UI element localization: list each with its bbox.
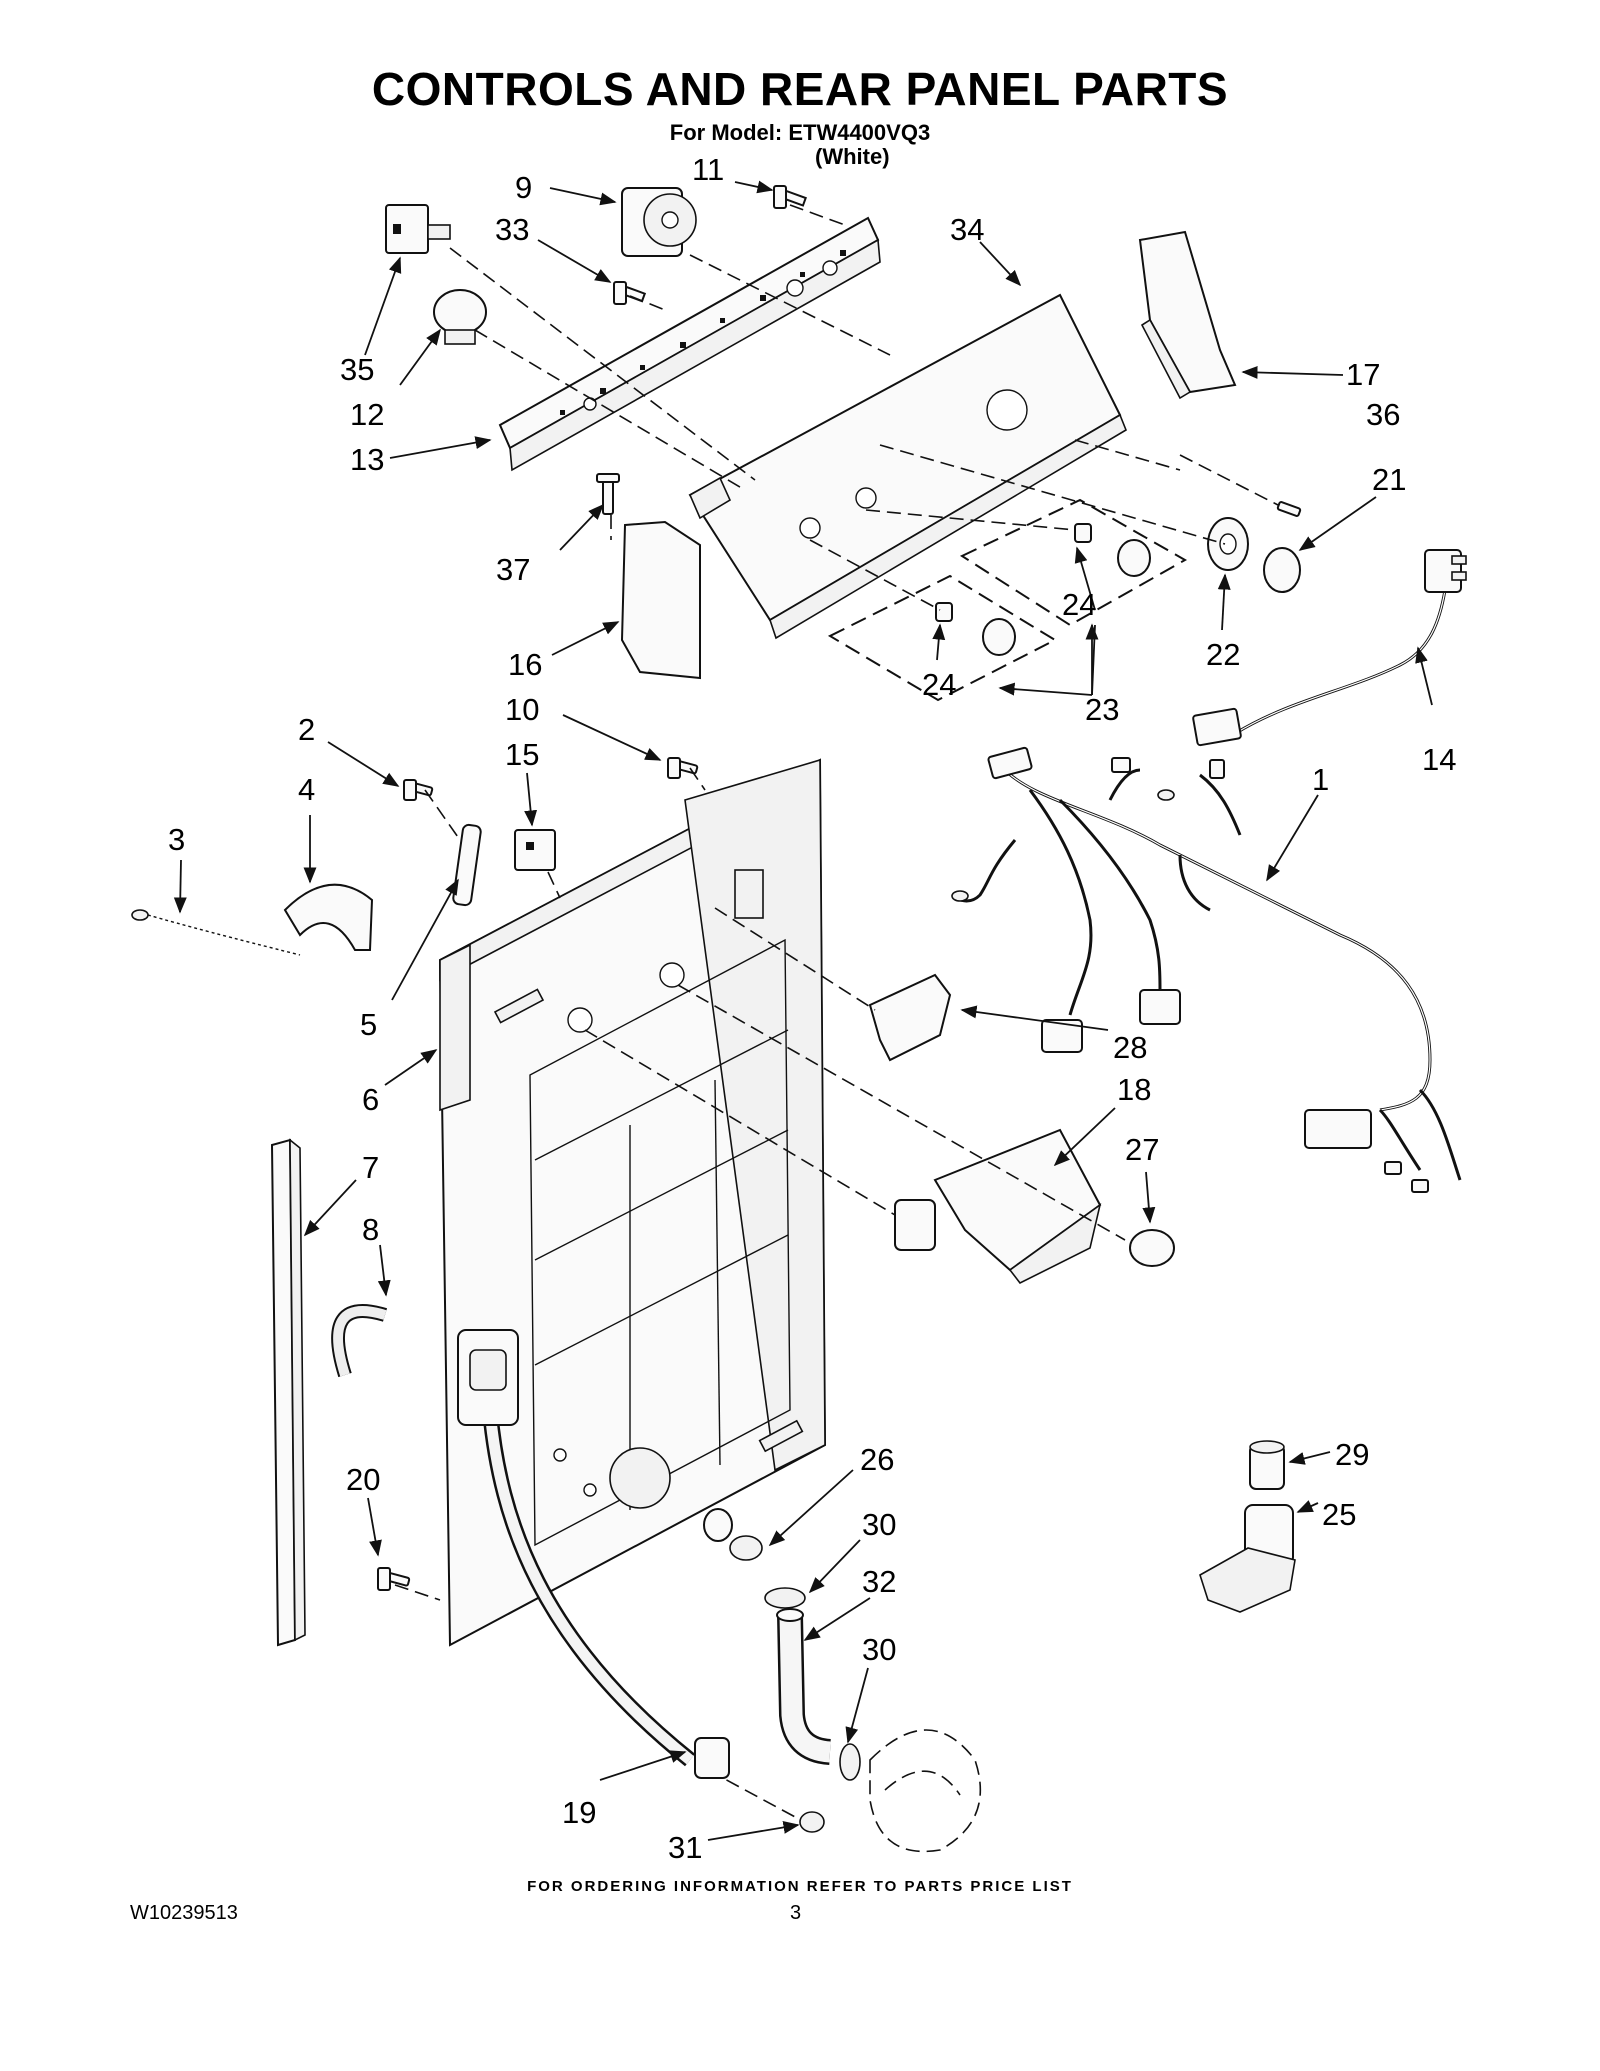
callout-31: 31: [668, 1830, 702, 1865]
callout-8: 8: [362, 1212, 379, 1247]
part-11-screw: [773, 185, 807, 209]
callout-23: 23: [1085, 692, 1119, 727]
model-color: (White): [815, 144, 890, 169]
knob-group-box-upper: [959, 498, 1188, 627]
callout-1: 1: [1312, 762, 1329, 797]
page-title: CONTROLS AND REAR PANEL PARTS: [371, 63, 1229, 115]
callout-37: 37: [496, 552, 530, 587]
callout-13: 13: [350, 442, 384, 477]
part-9-timer: [621, 187, 697, 257]
part-19-coupler: [694, 1737, 730, 1779]
part-21-knob: [1263, 547, 1301, 593]
callout-6: 6: [362, 1082, 379, 1117]
part-3-tie: [131, 909, 301, 956]
part-1-wire-harness: [951, 746, 1462, 1193]
part-36-screw: [1276, 501, 1302, 517]
part-2-screw: [403, 779, 434, 801]
part-30-clamp-upper: [764, 1587, 806, 1609]
callout-20: 20: [346, 1462, 380, 1497]
callout-27: 27: [1125, 1132, 1159, 1167]
callout-28: 28: [1113, 1030, 1147, 1065]
part-34-control-console: [688, 293, 1127, 640]
part-24-knob-lower: [935, 602, 1016, 656]
part-17-end-cap: [1138, 230, 1237, 400]
part-12-pressure-switch: [433, 289, 487, 345]
part-15-bracket: [514, 829, 556, 871]
model-subtitle: For Model: ETW4400VQ3: [669, 120, 931, 145]
callout-36: 36: [1366, 397, 1400, 432]
part-7-trim-strip: [270, 1138, 306, 1647]
part-30-clamp-lower: [839, 1743, 861, 1781]
callout-18: 18: [1117, 1072, 1151, 1107]
part-16-end-cap: [620, 520, 701, 680]
callout-21: 21: [1372, 462, 1406, 497]
callout-leaders: [173, 180, 1433, 1841]
assembly-lines-panel: [394, 767, 1126, 1826]
callout-25: 25: [1322, 1497, 1356, 1532]
callout-30a: 30: [862, 1507, 896, 1542]
part-8-inlet-hose: [331, 1304, 695, 1767]
callout-11: 11: [692, 152, 724, 187]
part-26-plug: [703, 1508, 763, 1561]
part-6-rear-panel: [438, 758, 827, 1647]
ordering-note: FOR ORDERING INFORMATION REFER TO PARTS …: [527, 1878, 1073, 1895]
part-10-screw: [667, 757, 699, 779]
callout-10: 10: [505, 692, 539, 727]
callout-17: 17: [1346, 357, 1380, 392]
callout-5: 5: [360, 1007, 377, 1042]
callout-12: 12: [350, 397, 384, 432]
document-number: W10239513: [130, 1902, 238, 1924]
part-14-power-cord: [1192, 549, 1467, 747]
callout-32: 32: [862, 1564, 896, 1599]
callout-19: 19: [562, 1795, 596, 1830]
callout-33: 33: [495, 212, 529, 247]
callout-30b: 30: [862, 1632, 896, 1667]
callout-7: 7: [362, 1150, 379, 1185]
callout-24b: 24: [922, 667, 956, 702]
callout-9: 9: [515, 170, 532, 205]
callout-15: 15: [505, 737, 539, 772]
part-29-capacitor: [1249, 1440, 1285, 1490]
part-31-clamp: [799, 1811, 825, 1833]
part-37-screw: [596, 473, 620, 515]
callout-22: 22: [1206, 637, 1240, 672]
callout-3: 3: [168, 822, 185, 857]
assembly-lines-upper: [449, 204, 1279, 611]
part-13-console-bracket: [498, 216, 881, 472]
part-32-drain-hose: [776, 1608, 832, 1765]
callout-35: 35: [340, 352, 374, 387]
part-27-cap: [1129, 1229, 1175, 1267]
part-25-pump: [1199, 1504, 1296, 1613]
callout-24a: 24: [1062, 587, 1096, 622]
callout-16: 16: [508, 647, 542, 682]
part-4-clamp: [283, 883, 374, 951]
part-20-screw: [377, 1567, 411, 1591]
part-22-knob-base: [1207, 517, 1249, 571]
part-18-dispenser: [894, 1128, 1102, 1285]
callout-labels: 1 2 3 4 5 6 7 8 9 10 11 12 13 14 15 16 1…: [168, 152, 1456, 1865]
callout-29: 29: [1335, 1437, 1369, 1472]
part-24-knob-upper: [1074, 523, 1151, 577]
pump-outlet-phantom: [869, 1729, 982, 1853]
callout-14: 14: [1422, 742, 1456, 777]
page-number: 3: [790, 1902, 802, 1924]
callout-4: 4: [298, 772, 315, 807]
part-5-strap: [452, 823, 482, 907]
part-35-switch: [385, 204, 451, 254]
callout-34: 34: [950, 212, 984, 247]
part-28-bracket: [868, 973, 952, 1062]
callout-26: 26: [860, 1442, 894, 1477]
callout-2: 2: [298, 712, 315, 747]
